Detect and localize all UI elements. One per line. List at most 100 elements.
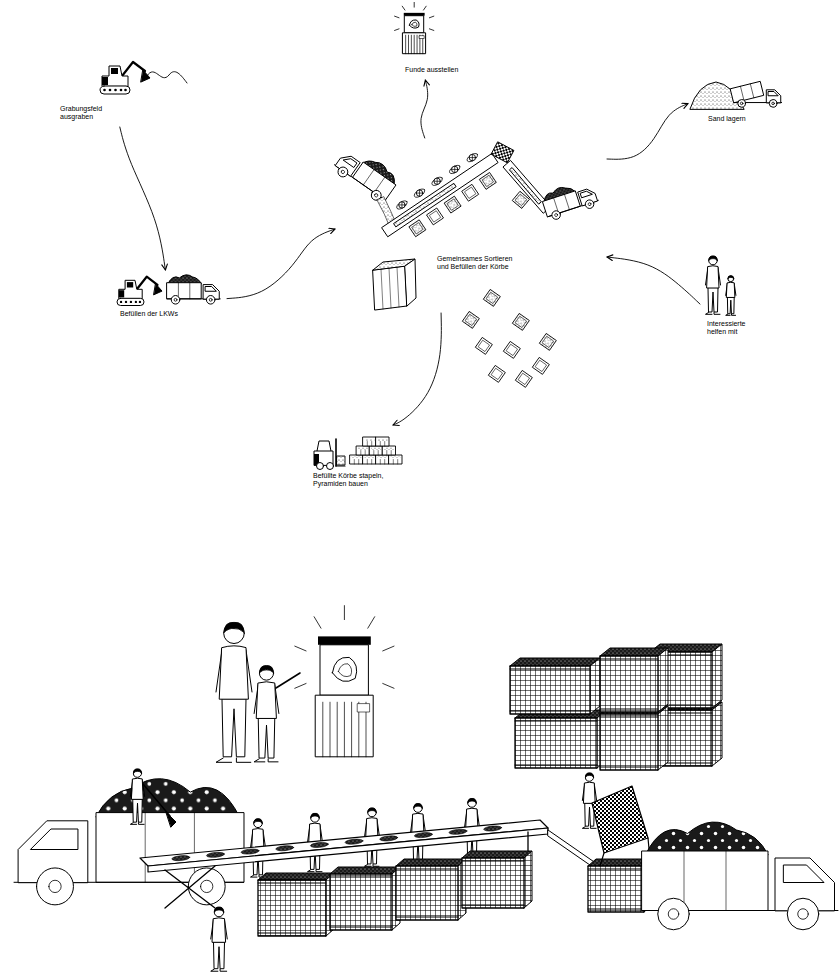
person-legs	[727, 297, 734, 313]
person	[211, 907, 228, 971]
crate-outline	[484, 290, 501, 307]
stacked-crate-grid	[361, 451, 365, 456]
crate-frame	[510, 669, 590, 711]
worker-shoulders	[413, 187, 426, 199]
truck-wheel	[336, 165, 350, 179]
loose-crate	[444, 196, 461, 213]
track-roller	[120, 301, 122, 303]
crate-top	[510, 658, 600, 666]
crate-rim	[518, 373, 529, 384]
loose-crate	[480, 172, 497, 189]
worker-top-view	[466, 152, 479, 164]
truck-wheel	[206, 296, 215, 305]
truck-wheel	[37, 868, 74, 905]
crate-rim	[535, 360, 546, 371]
crate-side	[590, 658, 600, 714]
excavator-body	[102, 66, 128, 86]
person-hair	[586, 773, 594, 777]
track-roller	[135, 301, 137, 303]
worker-top-view	[395, 199, 408, 211]
forklift-wheel	[327, 463, 334, 470]
excavator-track	[100, 86, 130, 94]
display-case	[295, 606, 394, 757]
light-ray	[295, 683, 306, 688]
truck-wheel	[787, 898, 819, 930]
truck	[642, 822, 838, 930]
display-case	[395, 2, 434, 53]
crate	[396, 859, 466, 920]
crate	[510, 658, 600, 714]
person-hair	[414, 804, 422, 808]
crate-top	[258, 873, 334, 880]
excavator-weight	[119, 290, 124, 297]
person-shoes	[706, 313, 721, 315]
worker-head	[434, 178, 440, 184]
station-caption: Gemeinsames Sortieren und Befüllen der K…	[437, 255, 521, 272]
person-legs	[222, 699, 246, 757]
truck-bed	[167, 275, 201, 299]
person-shoes	[254, 759, 278, 762]
loose-crate	[489, 366, 506, 383]
truck-window	[343, 156, 357, 168]
find-on-table	[276, 845, 294, 851]
person-hair	[260, 666, 274, 673]
crate-outline	[462, 184, 479, 201]
case-label	[358, 704, 370, 712]
flow-station: Grabungsfeld ausgraben	[55, 55, 190, 127]
truck-window	[205, 287, 216, 292]
find-on-table	[206, 852, 224, 858]
crate-rim	[447, 199, 458, 210]
stacked-crate	[383, 446, 396, 455]
person-torso	[220, 646, 249, 699]
flow-arrow	[120, 127, 166, 270]
stacked-crate	[363, 437, 376, 446]
flow-arrow	[607, 104, 688, 160]
station-caption: Interessierte helfen mit	[707, 320, 755, 337]
light-ray	[295, 646, 306, 651]
crate-side	[658, 706, 668, 770]
crate-rim	[542, 336, 553, 347]
person-hair	[214, 907, 223, 912]
person-shoes	[582, 827, 596, 829]
person-hair	[254, 819, 262, 823]
loose-crate	[504, 342, 521, 359]
loose-crate	[427, 208, 444, 225]
person	[726, 276, 736, 316]
light-ray	[314, 617, 321, 628]
flow-arrow	[393, 313, 441, 425]
light-ray	[344, 606, 345, 620]
case-glass	[320, 645, 368, 695]
person-torso	[212, 918, 225, 942]
light-ray	[429, 16, 433, 18]
find-on-table	[483, 825, 501, 831]
track-roller	[130, 301, 132, 303]
crate-frame	[588, 869, 644, 909]
truck-wheel	[584, 199, 595, 210]
stacked-crate-grid	[354, 460, 358, 465]
truck-hub	[772, 102, 775, 105]
find-object	[409, 20, 419, 28]
crate-outline	[533, 358, 550, 375]
light-ray	[414, 2, 415, 7]
worker-head	[416, 190, 422, 196]
station-caption: Befüllte Körbe stapeln, Pyramiden bauen	[313, 472, 405, 489]
crate-rim	[465, 314, 476, 325]
stacked-crate	[376, 437, 389, 446]
crate-rim	[515, 194, 526, 205]
person-shoes	[726, 314, 736, 315]
case-base	[316, 695, 374, 757]
truck-box	[731, 81, 764, 102]
flow-station: Sand lagern	[688, 75, 788, 127]
person-shoes	[130, 823, 144, 825]
truck-rib	[684, 851, 726, 911]
worker-cap	[399, 202, 405, 208]
person-head	[224, 623, 245, 644]
light-ray	[383, 646, 394, 651]
track-roller	[125, 301, 127, 303]
forklift	[314, 439, 345, 470]
bin-front	[373, 266, 407, 310]
truck-bed	[540, 183, 580, 216]
tilted-truck	[540, 178, 600, 222]
